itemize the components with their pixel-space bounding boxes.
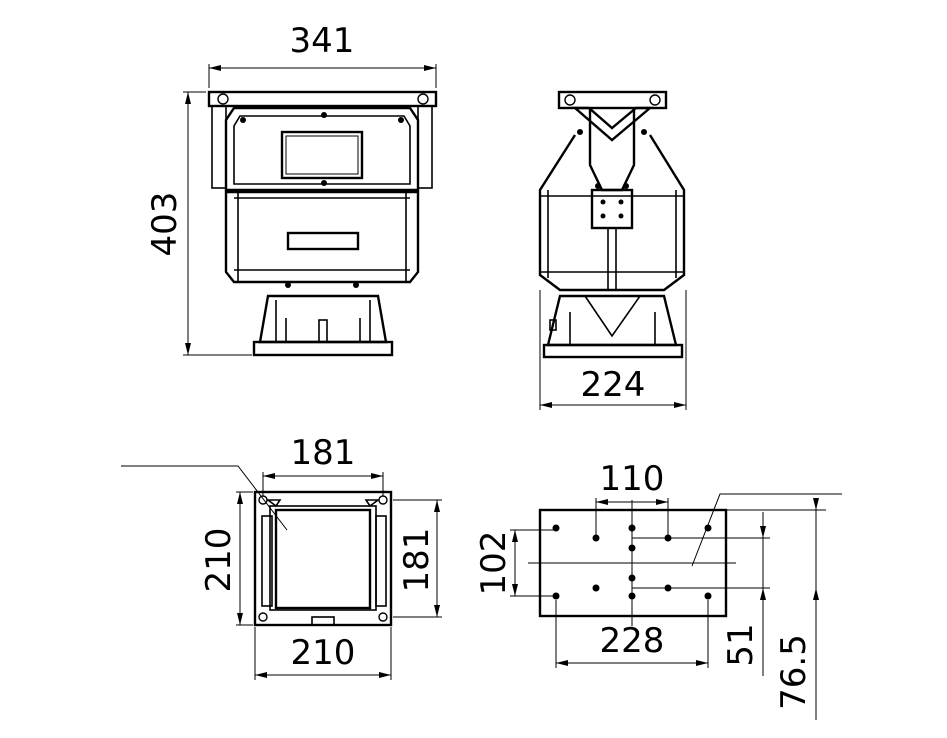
dim-front-height: 403 [145, 192, 185, 257]
dim-mount-left-height: 102 [474, 531, 514, 596]
dim-base-left-height: 210 [199, 528, 239, 593]
side-view: 224 [538, 90, 687, 410]
front-view: 341 403 [145, 21, 438, 357]
dim-mount-right-b: 76.5 [774, 634, 814, 710]
mount-view: 110 102 228 51 76.5 [474, 459, 842, 720]
dim-base-bottom-width: 210 [291, 633, 356, 673]
dim-mount-right-a: 51 [721, 623, 761, 666]
base-view: 181 210 181 210 [121, 433, 442, 680]
dim-side-width: 224 [581, 365, 646, 405]
dim-base-right-height: 181 [397, 528, 437, 593]
dim-mount-bottom-width: 228 [600, 621, 665, 661]
dim-front-width: 341 [290, 21, 355, 61]
dim-base-top-width: 181 [291, 433, 356, 473]
dim-mount-top-width: 110 [600, 459, 665, 499]
